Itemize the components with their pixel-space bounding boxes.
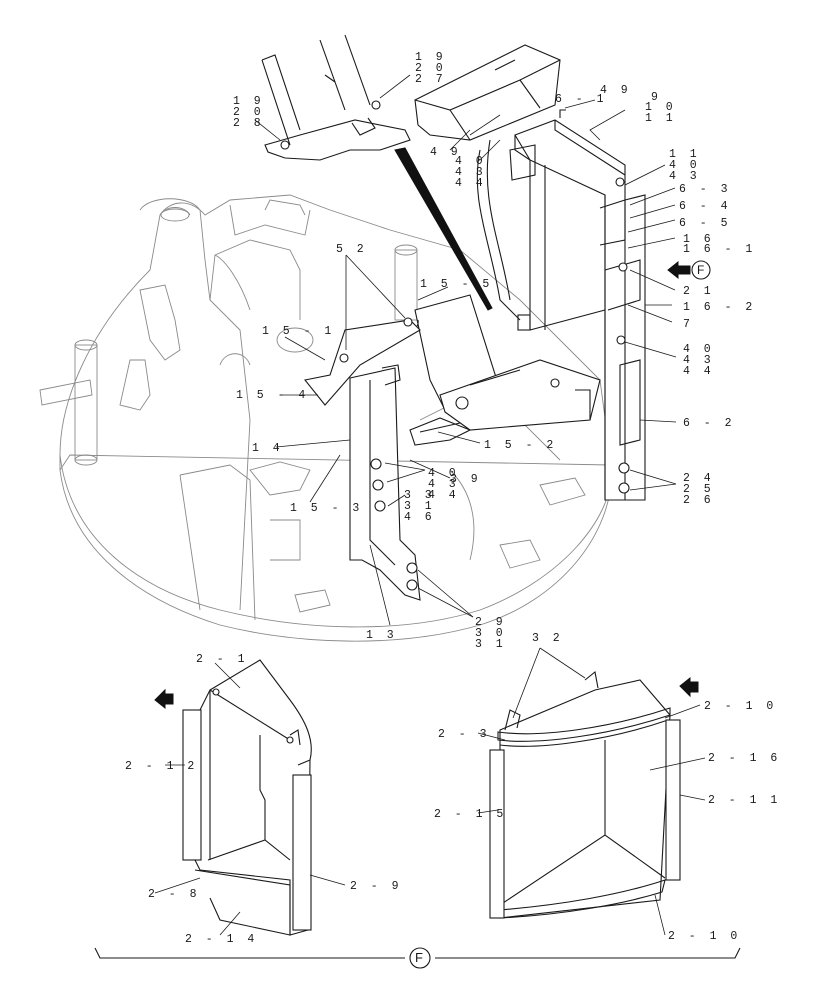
shroud-panel xyxy=(304,317,421,406)
air-duct xyxy=(414,44,561,141)
callout-6-2: 6 - 2 xyxy=(683,417,735,430)
callout-32: 3 2 xyxy=(532,632,563,645)
top-bracket-assembly xyxy=(261,34,493,311)
callout-15-3: 1 5 - 3 xyxy=(290,502,363,515)
leader-lines xyxy=(154,74,706,936)
callout-11-40-43: 1 1 4 0 4 3 xyxy=(669,148,711,183)
callout-2-14: 2 - 1 4 xyxy=(185,933,258,946)
callout-40-43-44-top: 4 0 4 3 4 4 xyxy=(455,155,497,190)
callout-2-11: 2 - 1 1 xyxy=(708,794,781,807)
callout-9-10-11: 9 1 0 1 1 xyxy=(645,91,687,125)
callout-2-10-bottom: 2 - 1 0 xyxy=(668,930,741,943)
callout-16-16-1: 1 6 1 6 - 1 xyxy=(683,233,756,256)
radiator-frame xyxy=(476,109,646,501)
callout-6-4: 6 - 4 xyxy=(679,200,731,213)
callout-6-3: 6 - 3 xyxy=(679,183,731,196)
callout-15-5: 1 5 - 5 xyxy=(420,278,493,291)
callout-7: 7 xyxy=(683,318,693,331)
callout-39: 3 9 xyxy=(450,473,481,486)
callout-6-1: 6 - 1 xyxy=(555,93,607,106)
callout-15-4: 1 5 - 4 xyxy=(236,389,309,402)
callout-40-43-44-mid: 4 0 4 3 4 4 xyxy=(428,467,470,502)
upper-frame-background xyxy=(39,194,613,642)
callout-2-16: 2 - 1 6 xyxy=(708,752,781,765)
callout-29-30-31: 2 9 3 0 3 1 xyxy=(475,616,517,651)
callout-2-8: 2 - 8 xyxy=(148,888,200,901)
view-bracket-label: F xyxy=(415,950,423,965)
callout-49-b: 4 9 xyxy=(600,84,631,97)
view-arrow-f: F xyxy=(667,260,711,280)
callout-49-a: 4 9 xyxy=(430,146,461,159)
mount-bracket xyxy=(405,294,601,431)
callout-16-2: 1 6 - 2 xyxy=(683,301,756,314)
callout-2-1: 2 - 1 xyxy=(196,653,248,666)
callout-13: 1 3 xyxy=(366,629,397,642)
view-bracket-f: F xyxy=(94,947,741,969)
callout-24-25-26: 2 4 2 5 2 6 xyxy=(683,472,725,507)
callout-2-3: 2 - 3 xyxy=(438,728,490,741)
callout-15-1: 1 5 - 1 xyxy=(262,325,335,338)
callout-labels: 1 9 2 0 2 7 1 9 2 0 2 8 4 9 6 - 1 4 9 9 … xyxy=(125,51,781,946)
callout-2-9: 2 - 9 xyxy=(350,880,402,893)
callout-19-20-27: 1 9 2 0 2 7 xyxy=(415,51,457,86)
callout-21: 2 1 xyxy=(683,285,714,298)
left-fan-shroud xyxy=(154,659,312,936)
callout-40-43-44-right: 4 0 4 3 4 4 xyxy=(683,343,725,378)
callout-2-12: 2 - 1 2 xyxy=(125,760,198,773)
side-plate xyxy=(349,364,472,601)
callout-6-5: 6 - 5 xyxy=(679,217,731,230)
callout-33-31-46: 3 3 3 1 4 6 xyxy=(404,489,446,524)
right-fan-shroud xyxy=(489,670,699,919)
callout-14: 1 4 xyxy=(252,442,283,455)
callout-15-2: 1 5 - 2 xyxy=(484,439,557,452)
callout-2-15: 2 - 1 5 xyxy=(434,808,507,821)
callout-19-20-28: 1 9 2 0 2 8 xyxy=(233,95,275,130)
view-arrow-label: F xyxy=(697,263,704,277)
callout-52: 5 2 xyxy=(336,243,367,256)
callout-2-10-top: 2 - 1 0 xyxy=(704,700,777,713)
